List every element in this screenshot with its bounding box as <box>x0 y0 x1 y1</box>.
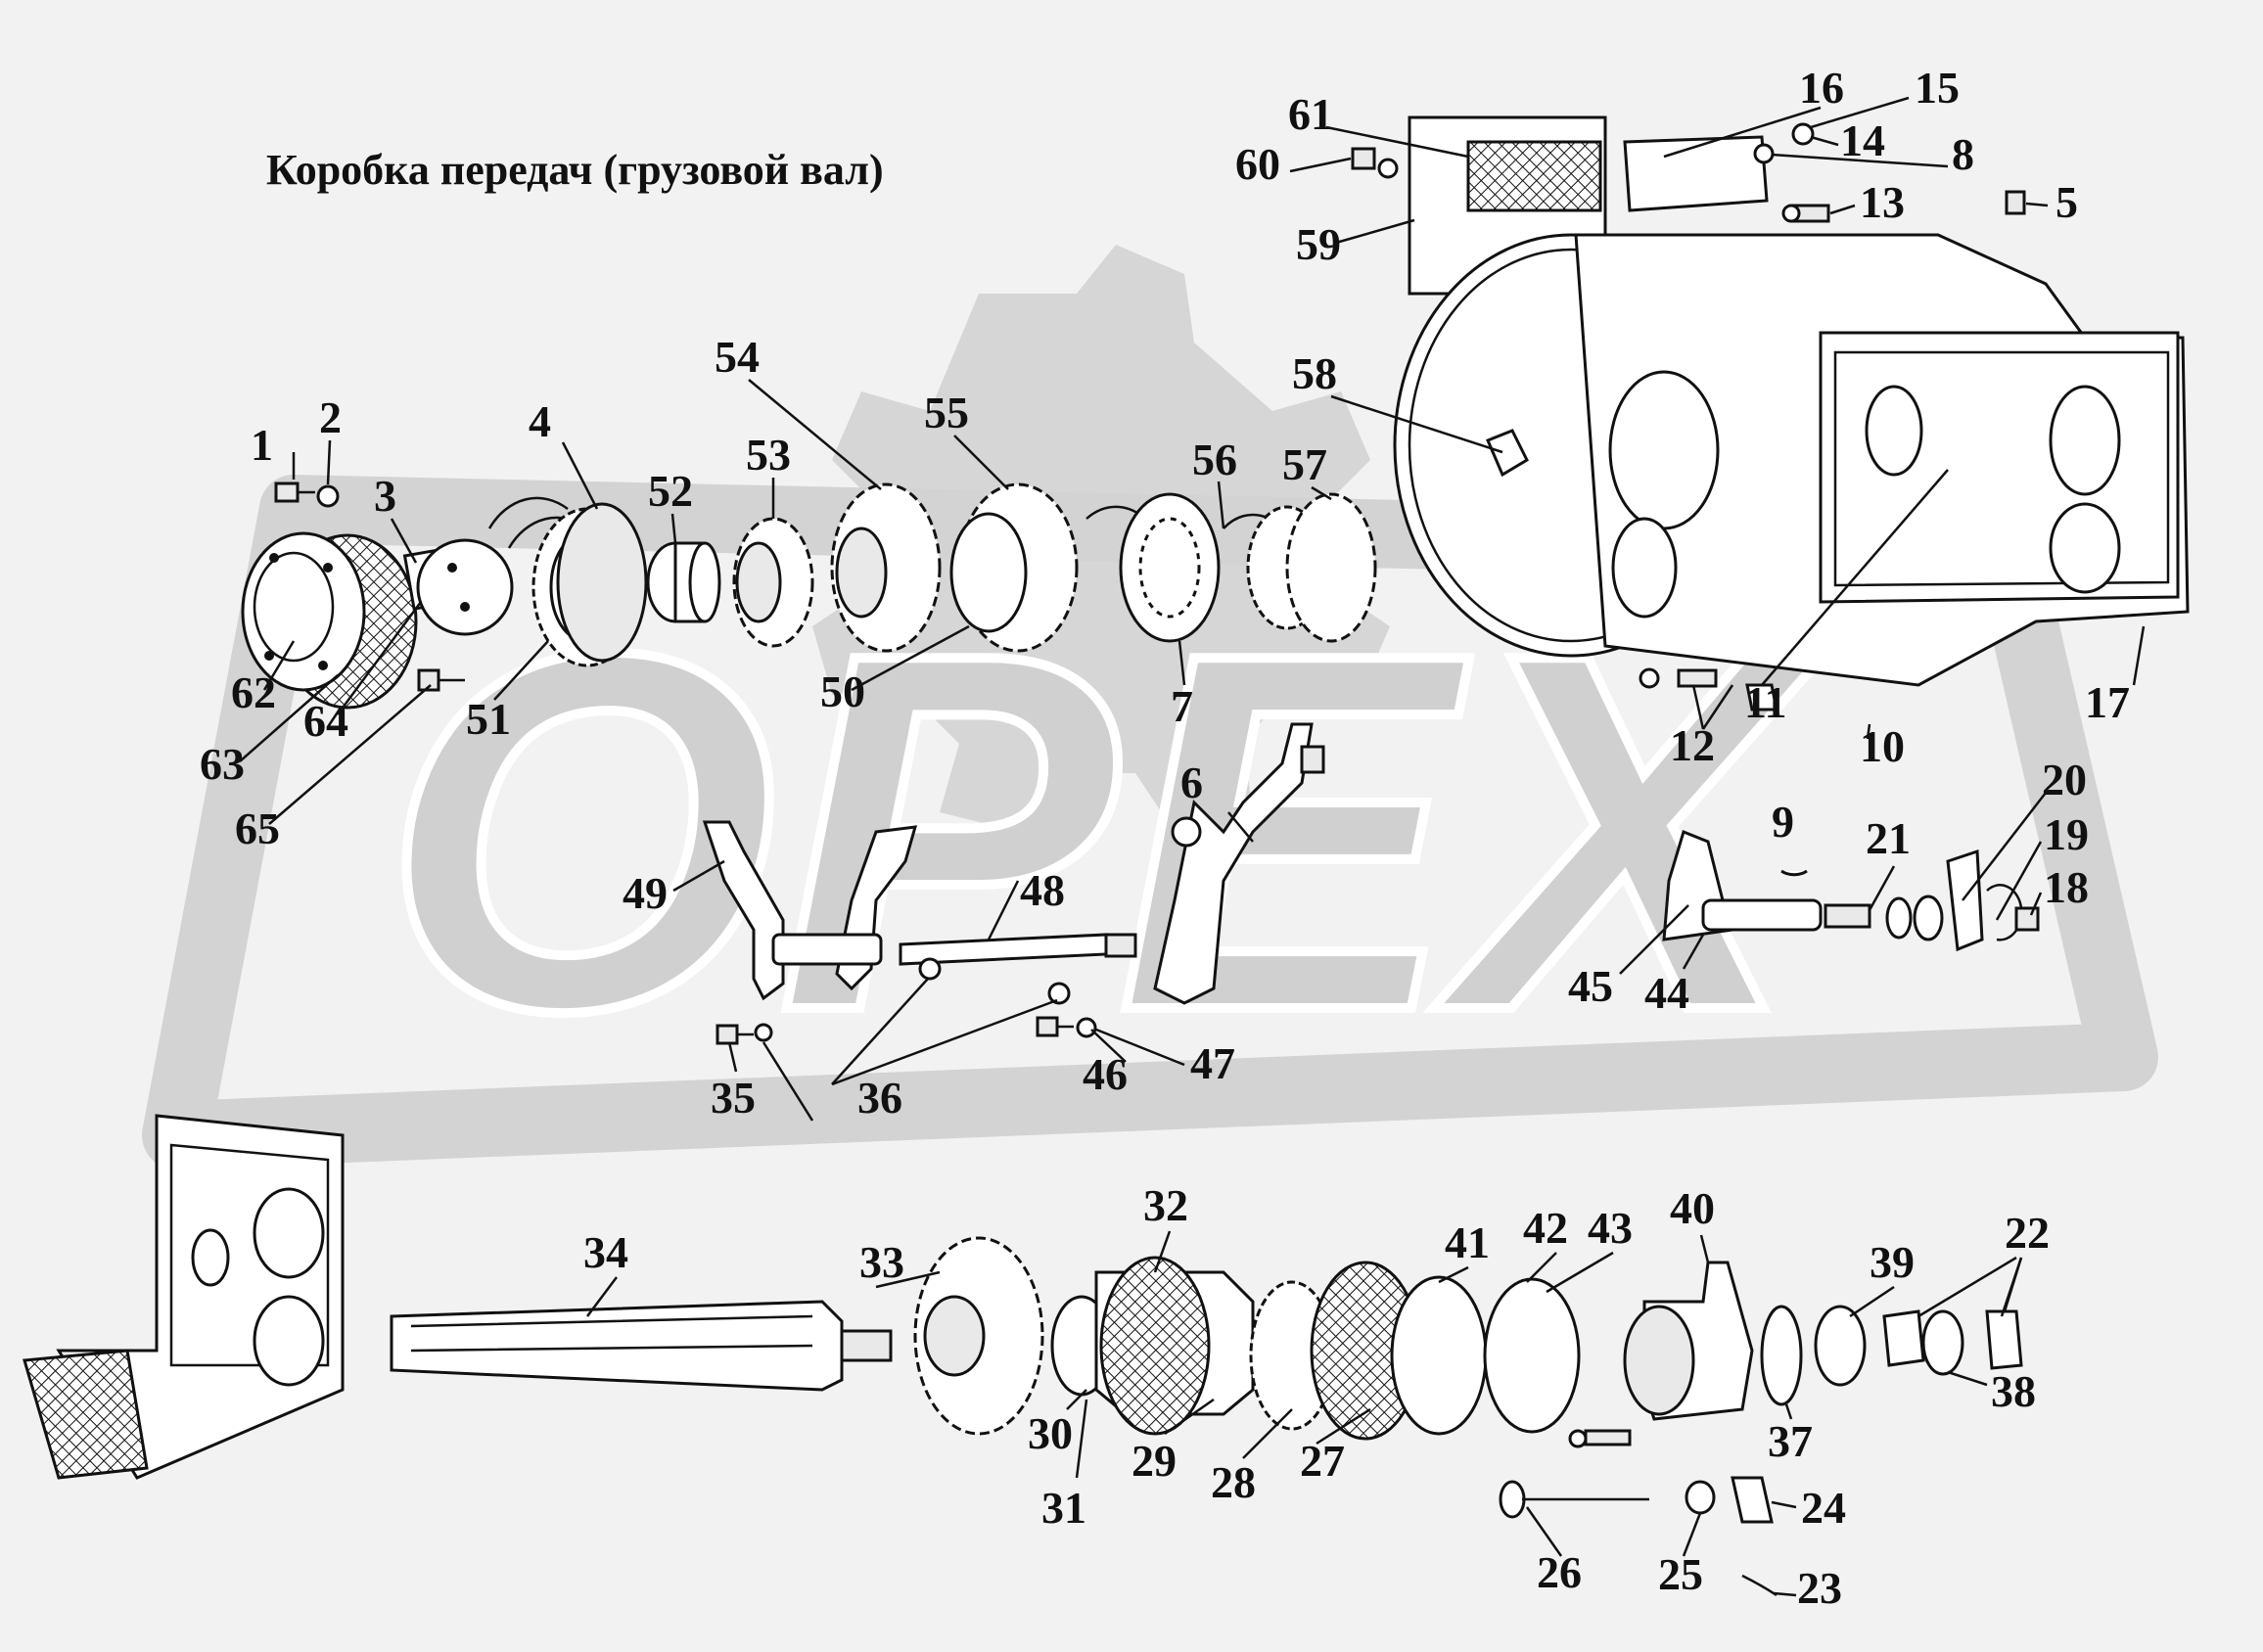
end-cover-assembly <box>241 482 514 710</box>
callout-34: 34 <box>583 1227 628 1277</box>
callout-33: 33 <box>859 1237 904 1287</box>
leader-lines <box>239 96 2146 1597</box>
callout-16: 16 <box>1799 63 1844 113</box>
callout-22: 22 <box>2005 1208 2050 1258</box>
callout-28: 28 <box>1211 1457 1256 1507</box>
callout-61: 61 <box>1288 89 1333 139</box>
selector-group <box>1639 667 2040 952</box>
callout-2: 2 <box>319 392 342 442</box>
callout-30: 30 <box>1028 1408 1073 1458</box>
callout-49: 49 <box>623 868 668 918</box>
callout-51: 51 <box>466 694 511 744</box>
callout-20: 20 <box>2042 755 2087 804</box>
callout-17: 17 <box>2085 677 2130 727</box>
callout-40: 40 <box>1670 1183 1715 1233</box>
callout-41: 41 <box>1445 1217 1490 1267</box>
callout-labels: 1 2 3 4 5 6 7 8 9 10 11 12 13 14 15 16 1… <box>200 63 2130 1613</box>
callout-60: 60 <box>1235 139 1280 189</box>
diagram-title: Коробка передач (грузовой вал) <box>266 146 884 194</box>
callout-52: 52 <box>648 466 693 516</box>
callout-31: 31 <box>1041 1483 1086 1533</box>
callout-12: 12 <box>1670 720 1715 770</box>
gearbox-housing <box>1351 115 2190 687</box>
callout-14: 14 <box>1840 115 1885 165</box>
callout-50: 50 <box>820 666 865 716</box>
callout-62: 62 <box>231 667 276 717</box>
callout-13: 13 <box>1860 177 1905 227</box>
callout-8: 8 <box>1952 129 1974 179</box>
callout-9: 9 <box>1772 797 1794 847</box>
callout-26: 26 <box>1537 1547 1582 1597</box>
callout-55: 55 <box>924 388 969 437</box>
callout-65: 65 <box>235 803 280 853</box>
callout-11: 11 <box>1744 677 1786 727</box>
lower-shaft-group <box>390 1236 2023 1597</box>
callout-36: 36 <box>857 1073 902 1123</box>
callout-18: 18 <box>2044 862 2089 912</box>
callout-63: 63 <box>200 739 245 789</box>
callout-1: 1 <box>251 420 273 470</box>
callout-32: 32 <box>1143 1180 1188 1230</box>
callout-54: 54 <box>715 332 760 382</box>
callout-4: 4 <box>529 396 551 446</box>
callout-56: 56 <box>1192 435 1237 484</box>
callout-7: 7 <box>1171 681 1193 731</box>
callout-25: 25 <box>1658 1549 1703 1599</box>
callout-47: 47 <box>1190 1038 1235 1088</box>
callout-39: 39 <box>1870 1237 1915 1287</box>
callout-3: 3 <box>374 471 396 521</box>
callout-64: 64 <box>303 696 348 746</box>
callout-59: 59 <box>1296 219 1341 269</box>
callout-5: 5 <box>2055 177 2078 227</box>
callout-21: 21 <box>1866 813 1911 863</box>
callout-45: 45 <box>1568 961 1613 1011</box>
callout-38: 38 <box>1991 1366 2036 1416</box>
callout-24: 24 <box>1801 1483 1846 1533</box>
callout-10: 10 <box>1860 721 1905 771</box>
callout-44: 44 <box>1644 968 1689 1018</box>
callout-35: 35 <box>711 1073 756 1123</box>
callout-53: 53 <box>746 430 791 480</box>
callout-48: 48 <box>1020 865 1065 915</box>
upper-gear-train <box>487 482 1377 667</box>
callout-23: 23 <box>1797 1563 1842 1613</box>
callout-58: 58 <box>1292 348 1337 398</box>
callout-27: 27 <box>1300 1436 1345 1486</box>
shift-fork-group <box>702 722 1325 1045</box>
callout-42: 42 <box>1523 1203 1568 1253</box>
callout-15: 15 <box>1915 63 1960 113</box>
callout-19: 19 <box>2044 809 2089 859</box>
lower-cover <box>23 1114 345 1480</box>
callout-29: 29 <box>1132 1436 1177 1486</box>
callout-57: 57 <box>1282 439 1327 489</box>
callout-6: 6 <box>1180 757 1203 807</box>
callout-43: 43 <box>1588 1203 1633 1253</box>
callout-37: 37 <box>1768 1416 1813 1466</box>
